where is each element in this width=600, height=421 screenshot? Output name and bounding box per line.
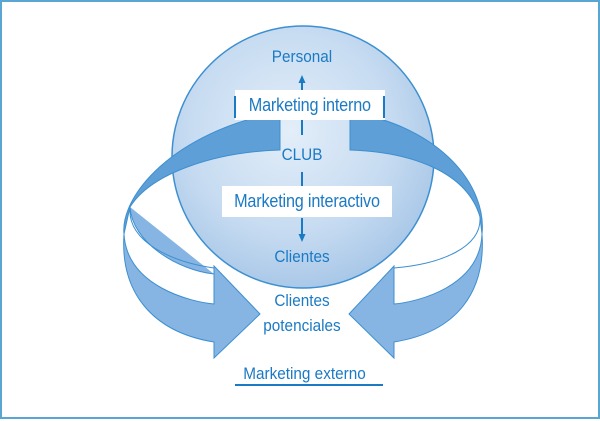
label-club: CLUB	[281, 145, 323, 164]
bracket-right	[383, 96, 385, 118]
label-marketing-interactivo: Marketing interactivo	[222, 186, 392, 217]
left-arrow-band-lower	[123, 206, 261, 360]
label-marketing-interno-text: Marketing interno	[248, 95, 372, 115]
right-arrow-band-lower	[348, 233, 483, 360]
up-arrow-head	[298, 75, 306, 83]
marketing-externo-underline	[235, 384, 383, 386]
label-clientes: Clientes	[274, 247, 330, 266]
label-marketing-externo: Marketing externo	[243, 364, 366, 383]
label-personal: Personal	[271, 47, 333, 66]
down-arrow-head	[298, 234, 306, 242]
label-clientes-potenciales-line2: potenciales	[263, 316, 341, 335]
label-marketing-interno: Marketing interno	[235, 90, 385, 120]
right-arrow-inner-edge	[393, 216, 481, 269]
left-arrow-inner-edge	[129, 206, 215, 269]
bracket-left	[234, 96, 236, 118]
label-clientes-potenciales-line1: Clientes	[274, 291, 330, 310]
label-marketing-interactivo-text: Marketing interactivo	[234, 191, 380, 211]
